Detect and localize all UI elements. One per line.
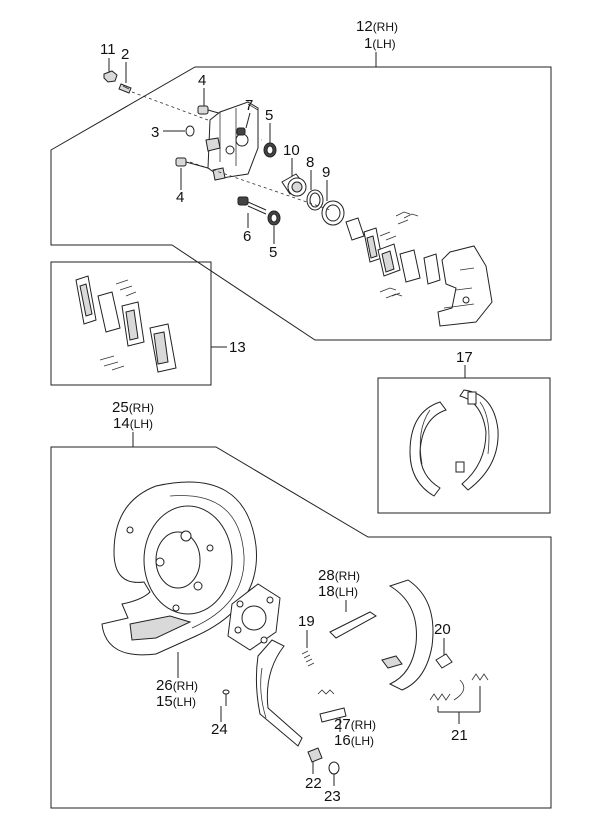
dust-boot-9 [321, 200, 345, 226]
callout-4-upper: 4 [198, 72, 207, 89]
callout-27-num: 27 [334, 716, 351, 733]
callout-15-num: 15 [156, 693, 173, 710]
bleeder-cap-11 [103, 70, 118, 83]
callout-28-num: 28 [318, 567, 335, 584]
callout-28-rh: 28(RH) [318, 568, 360, 583]
callout-1-num: 1 [364, 35, 373, 52]
callout-12-num: 12 [356, 18, 373, 35]
callout-14-lh: 14(LH) [113, 416, 153, 431]
dashed-axis-mid [189, 161, 331, 211]
callout-27-rh: 27(RH) [334, 717, 376, 732]
callout-25-num: 25 [112, 399, 129, 416]
piston-10 [281, 173, 307, 197]
carrier-bracket [437, 245, 493, 327]
callout-24: 24 [211, 721, 228, 738]
callout-14-num: 14 [113, 415, 130, 432]
dust-shield-26 [101, 481, 257, 656]
callout-8: 8 [306, 154, 315, 171]
callout-12-rh: 12(RH) [356, 19, 398, 34]
clip-pair-top [379, 211, 419, 241]
washer-3 [185, 125, 195, 137]
callout-16-lh: 16(LH) [334, 733, 374, 748]
pad-shim-1 [345, 217, 365, 241]
callout-2: 2 [121, 46, 130, 63]
pad-outer-a [377, 243, 401, 277]
caliper-body [205, 101, 259, 181]
callout-13: 13 [229, 339, 246, 356]
callout-4-lower: 4 [176, 189, 185, 206]
callout-23: 23 [324, 788, 341, 805]
callout-9: 9 [322, 164, 331, 181]
adjuster-20 [435, 653, 453, 669]
guide-bolt-4-lower [175, 157, 209, 169]
boot-5-lower [267, 210, 281, 226]
callout-7: 7 [245, 97, 254, 114]
pad-kit-frame [50, 261, 212, 386]
callout-16-num: 16 [334, 732, 351, 749]
callout-6: 6 [243, 228, 252, 245]
parking-shoe-kit-frame [377, 377, 551, 514]
spring-22 [307, 747, 323, 763]
callout-26-num: 26 [156, 677, 173, 694]
gasket-plate [227, 583, 281, 651]
caliper-assembly-frame [50, 66, 552, 341]
callout-21: 21 [451, 727, 468, 744]
hold-down-pin-24 [222, 689, 230, 706]
callout-3: 3 [151, 124, 160, 141]
adjuster-spring [317, 689, 335, 695]
callout-1-tag: (LH) [372, 37, 396, 51]
callout-27-tag: (RH) [350, 718, 377, 732]
callout-15-lh: 15(LH) [156, 694, 196, 709]
spring-clip-19 [301, 650, 315, 667]
pad-kit-contents [75, 275, 177, 373]
callout-22: 22 [305, 775, 322, 792]
callout-14-tag: (LH) [129, 417, 154, 431]
pad-shim-2 [423, 253, 441, 285]
callout-17: 17 [456, 349, 473, 366]
boot-5-upper [263, 142, 277, 158]
callout-18-num: 18 [318, 583, 335, 600]
callout-20: 20 [434, 621, 451, 638]
callout-16-tag: (LH) [350, 734, 375, 748]
backing-plate-assembly-frame [50, 446, 552, 809]
brake-shoe-upper [381, 579, 434, 691]
callout-12-tag: (RH) [372, 20, 399, 34]
callout-5-upper: 5 [265, 107, 274, 124]
callout-18-lh: 18(LH) [318, 584, 358, 599]
callout-26-rh: 26(RH) [156, 678, 198, 693]
pad-outer-b [399, 249, 421, 283]
callout-10: 10 [283, 142, 300, 159]
return-springs-21 [429, 673, 489, 701]
callout-11: 11 [100, 41, 116, 58]
clip-pair-bottom [379, 287, 403, 299]
callout-19: 19 [298, 613, 315, 630]
callout-26-tag: (RH) [172, 679, 199, 693]
strut-28 [329, 611, 377, 639]
callout-15-tag: (LH) [172, 695, 197, 709]
brake-shoe-lower [255, 639, 303, 747]
callout-18-tag: (LH) [334, 585, 359, 599]
bleeder-7 [236, 127, 246, 136]
callout-25-rh: 25(RH) [112, 400, 154, 415]
callout-28-tag: (RH) [334, 569, 361, 583]
cup-23 [328, 761, 340, 775]
parking-shoe-pair [409, 389, 499, 497]
adjuster-screw-27 [319, 707, 347, 723]
callout-1-lh: 1(LH) [364, 36, 396, 51]
callout-5-lower: 5 [269, 244, 278, 261]
bleeder-screw-2 [118, 83, 132, 94]
guide-pin-6 [237, 196, 267, 215]
callout-25-tag: (RH) [128, 401, 155, 415]
